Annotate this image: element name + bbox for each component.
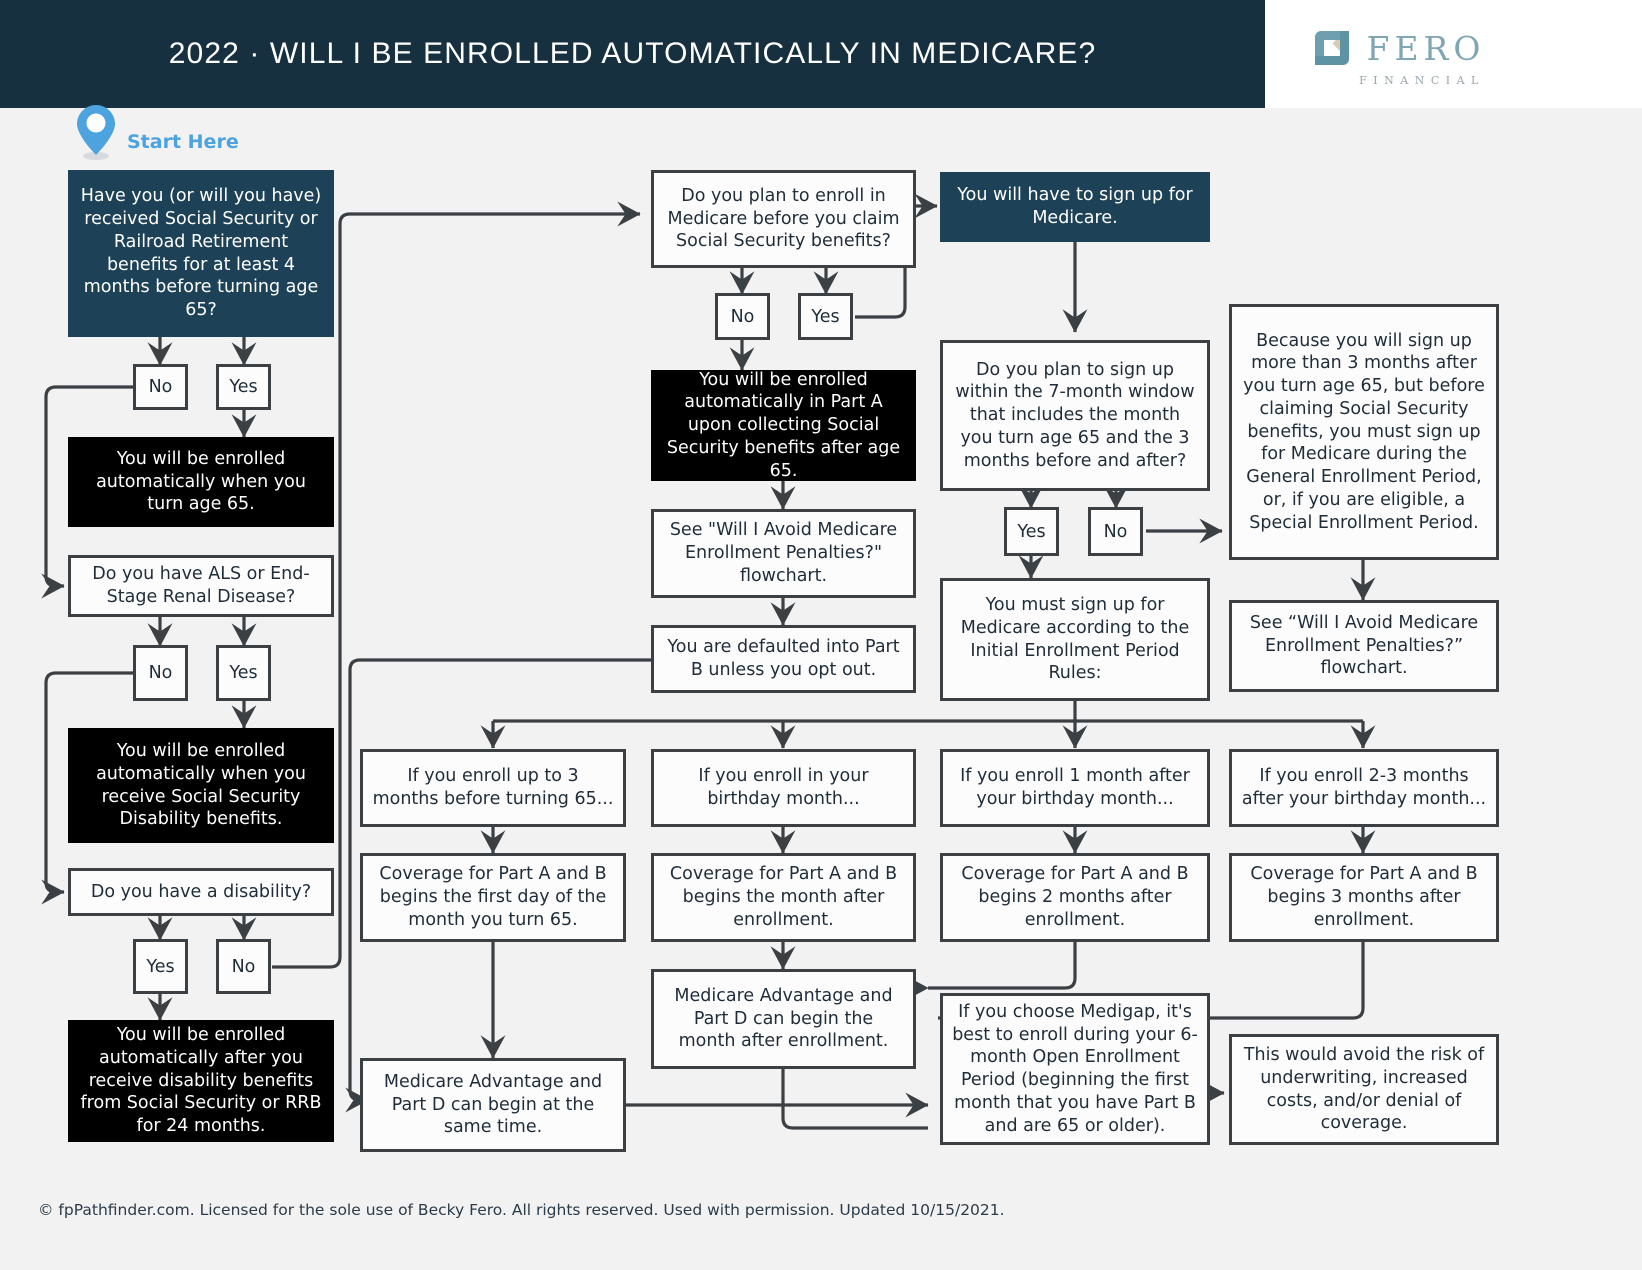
- timing-birthday-month[interactable]: If you enroll in your birthday month...: [651, 749, 916, 827]
- footer-copyright: © fpPathfinder.com. Licensed for the sol…: [38, 1201, 1005, 1219]
- link-avoid-penalties-flowchart-middle[interactable]: See "Will I Avoid Medicare Enrollment Pe…: [651, 509, 916, 598]
- fero-logo-tagline: FINANCIAL: [1359, 74, 1485, 87]
- answer-no-1[interactable]: No: [133, 364, 188, 410]
- coverage-month-after[interactable]: Coverage for Part A and B begins the mon…: [651, 853, 916, 942]
- answer-no-4[interactable]: No: [715, 293, 770, 340]
- result-auto-enrolled-age-65[interactable]: You will be enrolled automatically when …: [68, 437, 334, 527]
- answer-no-3[interactable]: No: [216, 939, 271, 994]
- fero-financial-logo: FERO FINANCIAL: [1278, 22, 1518, 92]
- result-initial-enrollment-period-rules[interactable]: You must sign up for Medicare according …: [940, 578, 1210, 701]
- result-ma-part-d-month-after[interactable]: Medicare Advantage and Part D can begin …: [651, 969, 916, 1069]
- question-disability[interactable]: Do you have a disability?: [68, 868, 334, 916]
- fero-logo-wordmark: FERO: [1366, 28, 1486, 68]
- header-bar: [0, 0, 1265, 108]
- answer-no-2[interactable]: No: [133, 645, 188, 701]
- header-logo-panel: [1265, 0, 1642, 108]
- answer-yes-4[interactable]: Yes: [798, 293, 853, 340]
- coverage-3-months-after[interactable]: Coverage for Part A and B begins 3 month…: [1229, 853, 1499, 942]
- result-general-enrollment-period[interactable]: Because you will sign up more than 3 mon…: [1229, 304, 1499, 560]
- page-title: 2022 · WILL I BE ENROLLED AUTOMATICALLY …: [168, 37, 1097, 70]
- timing-3-months-before[interactable]: If you enroll up to 3 months before turn…: [360, 749, 626, 827]
- coverage-2-months-after[interactable]: Coverage for Part A and B begins 2 month…: [940, 853, 1210, 942]
- result-auto-enrolled-24-months[interactable]: You will be enrolled automatically after…: [68, 1020, 334, 1142]
- timing-2-3-months-after[interactable]: If you enroll 2-3 months after your birt…: [1229, 749, 1499, 827]
- question-7-month-window[interactable]: Do you plan to sign up within the 7-mont…: [940, 340, 1210, 491]
- link-avoid-penalties-flowchart-right[interactable]: See “Will I Avoid Medicare Enrollment Pe…: [1229, 600, 1499, 692]
- result-auto-part-a[interactable]: You will be enrolled automatically in Pa…: [651, 370, 916, 481]
- result-avoid-underwriting[interactable]: This would avoid the risk of underwritin…: [1229, 1034, 1499, 1145]
- start-here-label: Start Here: [127, 131, 239, 153]
- question-als-esrd[interactable]: Do you have ALS or End-Stage Renal Disea…: [68, 555, 334, 617]
- timing-1-month-after[interactable]: If you enroll 1 month after your birthda…: [940, 749, 1210, 827]
- answer-yes-1[interactable]: Yes: [216, 364, 271, 410]
- answer-yes-3[interactable]: Yes: [133, 939, 188, 994]
- result-ma-part-d-same-time[interactable]: Medicare Advantage and Part D can begin …: [360, 1058, 626, 1152]
- result-must-sign-up[interactable]: You will have to sign up for Medicare.: [940, 172, 1210, 242]
- answer-no-5[interactable]: No: [1088, 507, 1143, 556]
- answer-yes-5[interactable]: Yes: [1004, 507, 1059, 556]
- question-ss-railroad-benefits[interactable]: Have you (or will you have) received Soc…: [68, 170, 334, 337]
- fero-logo-mark-icon: [1311, 27, 1353, 69]
- result-medigap-open-enrollment[interactable]: If you choose Medigap, it's best to enro…: [940, 993, 1210, 1145]
- result-auto-enrolled-ssdi[interactable]: You will be enrolled automatically when …: [68, 728, 334, 843]
- coverage-first-day-of-month[interactable]: Coverage for Part A and B begins the fir…: [360, 853, 626, 942]
- start-here-pin-icon: [75, 103, 117, 161]
- question-enroll-before-claiming[interactable]: Do you plan to enroll in Medicare before…: [651, 170, 916, 268]
- result-defaulted-part-b[interactable]: You are defaulted into Part B unless you…: [651, 625, 916, 693]
- answer-yes-2[interactable]: Yes: [216, 645, 271, 701]
